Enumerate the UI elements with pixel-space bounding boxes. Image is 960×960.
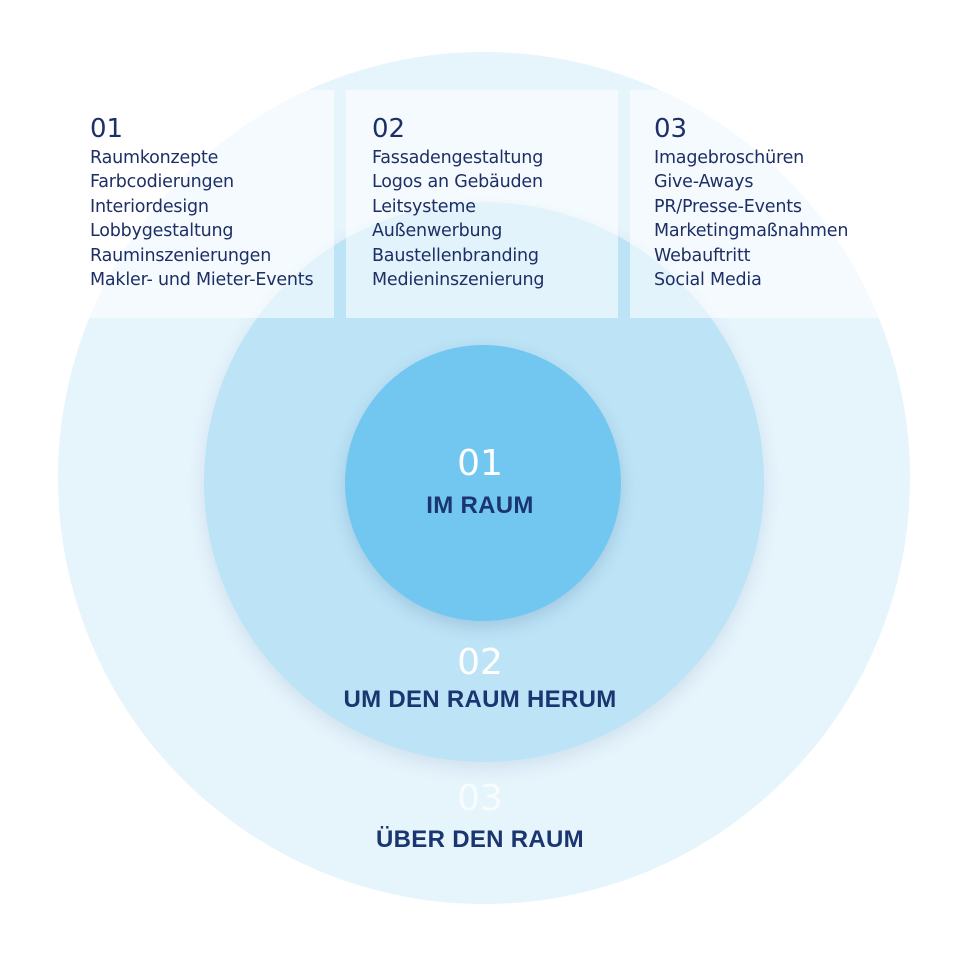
ring-number-1: 01 xyxy=(457,443,503,484)
list-item: Farbcodierungen xyxy=(90,172,234,193)
ring-title-1: IM RAUM xyxy=(426,492,534,519)
category-list: Imagebroschüren Give-Aways PR/Presse-Eve… xyxy=(654,146,848,292)
ring-number-2: 02 xyxy=(457,642,503,683)
list-item: Give-Aways xyxy=(654,172,754,193)
category-block-3: 03 Imagebroschüren Give-Aways PR/Presse-… xyxy=(654,116,848,292)
inner-circle xyxy=(345,345,621,621)
list-item: Interiordesign xyxy=(90,196,209,217)
list-item: Baustellenbranding xyxy=(372,245,539,266)
list-item: Makler- und Mieter-Events xyxy=(90,270,314,291)
category-list: Fassadengestaltung Logos an Gebäuden Lei… xyxy=(372,146,545,292)
list-item: PR/Presse-Events xyxy=(654,196,802,217)
ring-title-3: ÜBER DEN RAUM xyxy=(376,826,584,853)
category-block-2: 02 Fassadengestaltung Logos an Gebäuden … xyxy=(372,114,545,292)
category-list: Raumkonzepte Farbcodierungen Interiordes… xyxy=(90,146,314,292)
category-panel-3 xyxy=(630,90,960,318)
category-number: 02 xyxy=(372,114,406,144)
category-panel-1 xyxy=(0,90,334,318)
ring-title-2: UM DEN RAUM HERUM xyxy=(343,686,617,713)
list-item: Social Media xyxy=(654,270,762,291)
list-item: Imagebroschüren xyxy=(654,148,805,168)
category-number: 03 xyxy=(654,114,688,144)
category-number: 01 xyxy=(90,114,124,144)
list-item: Leitsysteme xyxy=(372,196,476,217)
list-item: Rauminszenierungen xyxy=(90,245,272,266)
category-panel-2 xyxy=(346,90,618,318)
list-item: Lobbygestaltung xyxy=(90,221,234,242)
list-item: Raumkonzepte xyxy=(90,148,219,168)
list-item: Logos an Gebäuden xyxy=(372,172,543,193)
category-block-1: 01 Raumkonzepte Farbcodierungen Interior… xyxy=(90,114,314,292)
list-item: Fassadengestaltung xyxy=(372,148,544,168)
list-item: Marketingmaßnahmen xyxy=(654,221,849,242)
list-item: Webauftritt xyxy=(654,245,751,266)
ring-number-3: 03 xyxy=(457,778,503,819)
list-item: Medieninszenierung xyxy=(372,270,545,291)
list-item: Außenwerbung xyxy=(372,221,503,242)
